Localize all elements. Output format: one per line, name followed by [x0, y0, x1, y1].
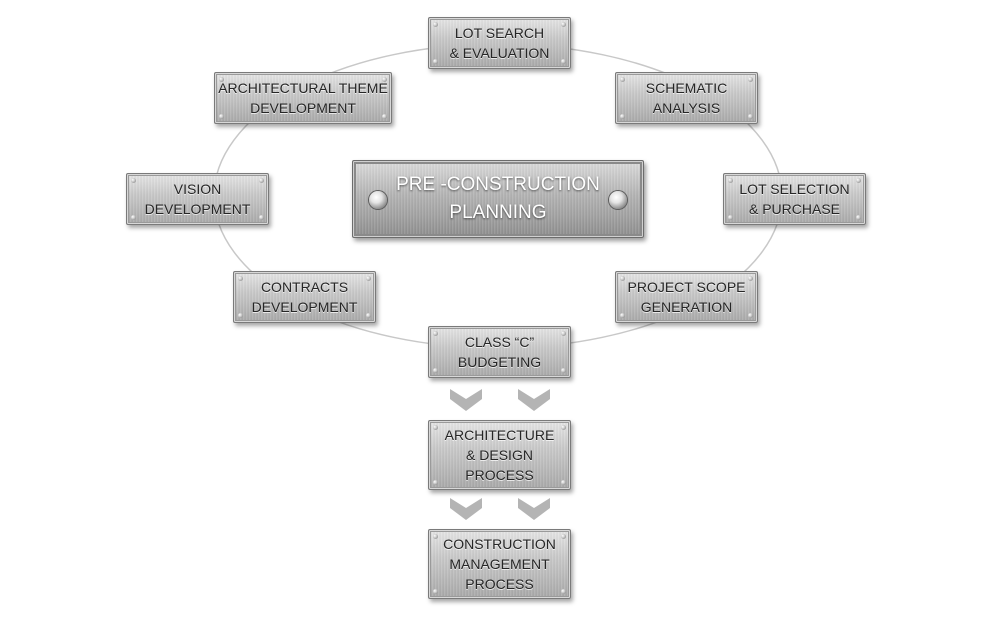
- plate-label-line-1: CLASS “C”: [464, 334, 535, 350]
- plate-label-line-2: BUDGETING: [457, 354, 542, 370]
- rivet-icon: [131, 215, 136, 220]
- rivet-icon: [728, 215, 733, 220]
- rivet-icon: [382, 114, 387, 119]
- rivet-icon: [433, 368, 438, 373]
- rivet-icon: [856, 215, 861, 220]
- rivet-icon: [748, 77, 753, 82]
- plate-label-line-1: CONTRACTS: [260, 279, 349, 295]
- plate-label-line-2: DEVELOPMENT: [144, 201, 251, 217]
- plate-label-line-2: DEVELOPMENT: [250, 100, 356, 116]
- rivet-icon: [748, 114, 753, 119]
- chevron-down-icon: [518, 498, 550, 520]
- plate-label-line-2: & PURCHASE: [748, 201, 841, 217]
- plate-label-line-2: GENERATION: [640, 299, 733, 315]
- plate-vision: VISION DEVELOPMENT: [126, 173, 269, 225]
- plate-label-line-1: VISION: [173, 181, 222, 197]
- rivet-icon: [620, 276, 625, 281]
- rivet-icon: [856, 178, 861, 183]
- plate-contracts: CONTRACTS DEVELOPMENT: [233, 271, 376, 323]
- center-title-line-1: PRE -CONSTRUCTION: [396, 174, 600, 195]
- rivet-icon: [561, 480, 566, 485]
- plate-architecture-design: ARCHITECTURE & DESIGN PROCESS: [428, 420, 571, 490]
- rivet-icon: [433, 425, 438, 430]
- plate-lot-search: LOT SEARCH & EVALUATION: [428, 17, 571, 69]
- bolt-icon: [609, 191, 627, 209]
- plate-label-line-2: ANALYSIS: [652, 100, 721, 116]
- rivet-icon: [131, 178, 136, 183]
- rivet-icon: [382, 77, 387, 82]
- rivet-icon: [748, 313, 753, 318]
- rivet-icon: [561, 589, 566, 594]
- rivet-icon: [219, 114, 224, 119]
- plate-arch-theme: ARCHITECTURAL THEME DEVELOPMENT: [214, 72, 392, 124]
- rivet-icon: [561, 22, 566, 27]
- rivet-icon: [433, 22, 438, 27]
- rivet-icon: [728, 178, 733, 183]
- plate-label-line-2: & DESIGN: [466, 447, 533, 463]
- bolt-icon: [369, 191, 387, 209]
- rivet-icon: [433, 480, 438, 485]
- plate-label-line-1: ARCHITECTURE: [444, 427, 555, 443]
- plate-label-line-2: & EVALUATION: [449, 45, 550, 61]
- rivet-icon: [259, 215, 264, 220]
- plate-label-line-3: PROCESS: [465, 576, 534, 592]
- plate-label-line-3: PROCESS: [465, 467, 534, 483]
- rivet-icon: [366, 276, 371, 281]
- chevron-down-icon: [450, 498, 482, 520]
- plate-class-c: CLASS “C” BUDGETING: [428, 326, 571, 378]
- rivet-icon: [433, 589, 438, 594]
- plate-label-line-1: PROJECT SCOPE: [627, 279, 746, 295]
- rivet-icon: [366, 313, 371, 318]
- plate-lot-selection: LOT SELECTION & PURCHASE: [723, 173, 866, 225]
- plate-label-line-1: LOT SELECTION: [739, 181, 850, 197]
- rivet-icon: [219, 77, 224, 82]
- rivet-icon: [433, 331, 438, 336]
- rivet-icon: [259, 178, 264, 183]
- rivet-icon: [433, 59, 438, 64]
- center-plate: PRE -CONSTRUCTION PLANNING: [352, 160, 644, 238]
- plate-label-line-1: ARCHITECTURAL THEME: [218, 80, 388, 96]
- rivet-icon: [561, 425, 566, 430]
- rivet-icon: [433, 534, 438, 539]
- plate-construction-management: CONSTRUCTION MANAGEMENT PROCESS: [428, 529, 571, 599]
- plate-schematic: SCHEMATIC ANALYSIS: [615, 72, 758, 124]
- rivet-icon: [620, 114, 625, 119]
- plate-project-scope: PROJECT SCOPE GENERATION: [615, 271, 758, 323]
- rivet-icon: [748, 276, 753, 281]
- plate-label-line-1: LOT SEARCH: [454, 25, 545, 41]
- rivet-icon: [561, 331, 566, 336]
- plate-label-line-2: MANAGEMENT: [449, 556, 550, 572]
- rivet-icon: [238, 313, 243, 318]
- plate-label-line-2: DEVELOPMENT: [251, 299, 358, 315]
- rivet-icon: [238, 276, 243, 281]
- rivet-icon: [620, 313, 625, 318]
- chevron-down-icon: [450, 389, 482, 411]
- rivet-icon: [561, 534, 566, 539]
- chevron-down-icon: [518, 389, 550, 411]
- plate-label-line-1: CONSTRUCTION: [443, 536, 556, 552]
- rivet-icon: [561, 59, 566, 64]
- plate-label-line-1: SCHEMATIC: [645, 80, 728, 96]
- rivet-icon: [620, 77, 625, 82]
- center-title-line-2: PLANNING: [449, 202, 547, 223]
- rivet-icon: [561, 368, 566, 373]
